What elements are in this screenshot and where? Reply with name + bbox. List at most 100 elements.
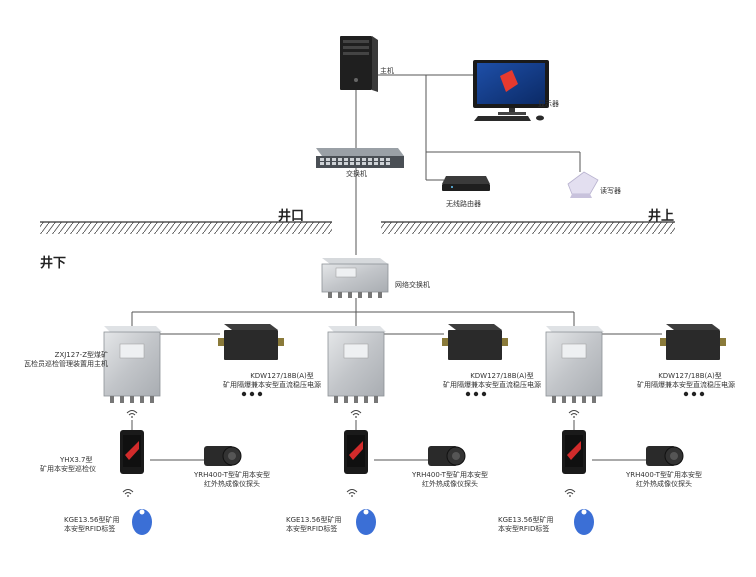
card-reader (567, 171, 599, 198)
group3-host-top (546, 326, 604, 332)
group2-power-label-line2: 矿用隔爆兼本安型直流稳压电源 (443, 381, 541, 389)
group1-host-window (119, 343, 145, 359)
top-lines (355, 74, 581, 255)
group1-host-top (104, 326, 162, 332)
group3-power-label-line2: 矿用隔爆兼本安型直流稳压电源 (637, 381, 735, 389)
group1-host-label-line2: 瓦检员巡检管理装置用主机 (24, 360, 108, 368)
group3-camera-label-line1: YRH400-T型矿用本安型 (626, 471, 702, 479)
monitor-label: 显示器 (538, 100, 559, 108)
group2-camera-label-line1: YRH400-T型矿用本安型 (412, 471, 488, 479)
group1-power-label-line2: 矿用隔爆兼本安型直流稳压电源 (223, 381, 321, 389)
group3-rfid-tag (574, 509, 594, 535)
group3-host-gland-2 (562, 396, 566, 403)
bus-lines (131, 298, 575, 326)
group1-host-box (103, 331, 161, 397)
group1-rfid-tag-hole (139, 509, 145, 515)
group1-host-gland-2 (120, 396, 124, 403)
group2-host-box (327, 331, 385, 397)
group2-rfid-tag-hole (363, 509, 369, 515)
group2-rfid-tag (356, 509, 376, 535)
group1-host-gland-5 (150, 396, 154, 403)
ground-surface (40, 221, 675, 234)
wireless-router (442, 176, 490, 191)
main-switch-label: 交换机 (346, 170, 367, 178)
group1-power-gland-right (278, 338, 284, 346)
group1-camera-lens-inner (228, 452, 236, 460)
group3-more-dot-1 (683, 391, 689, 397)
group1-more-dot-1 (241, 391, 247, 397)
group2-camera-lens-inner (452, 452, 460, 460)
group3-power-gland-right (720, 338, 726, 346)
group2-more-dot-2 (473, 391, 479, 397)
zone-label-underground: 井下 (40, 256, 67, 271)
group1-power-gland-left (218, 338, 224, 346)
group3-host-gland-5 (592, 396, 596, 403)
group1-power-box (224, 330, 278, 360)
group2-host-gland-5 (374, 396, 378, 403)
group3-more-dot-3 (699, 391, 705, 397)
group2-host-gland-3 (354, 396, 358, 403)
group3-phone-accent (567, 441, 581, 460)
group2-host-window (343, 343, 369, 359)
group3-wifi-icon-1 (568, 410, 580, 418)
group3-more-dot-2 (691, 391, 697, 397)
group1-inspector-label-line1: YHX3.7型 (60, 456, 93, 464)
group2-camera-label-line2: 红外热成像仪探头 (422, 480, 478, 488)
group3-host-gland-3 (572, 396, 576, 403)
group1-phone-accent (125, 441, 139, 460)
group1-power-top (224, 324, 278, 330)
group3-host-gland-1 (552, 396, 556, 403)
group1-host-gland-3 (130, 396, 134, 403)
group3-camera-lens-inner (670, 452, 678, 460)
group3-power-top (666, 324, 720, 330)
group1-camera-label-line2: 红外热成像仪探头 (204, 480, 260, 488)
group1-wifi-icon-2 (122, 489, 134, 497)
group2-power-gland-left (442, 338, 448, 346)
group1-tag-label-line1: KGE13.56型矿用 (64, 516, 120, 524)
group2-tag-label-line1: KGE13.56型矿用 (286, 516, 342, 524)
group1-host-gland-4 (140, 396, 144, 403)
group2-host-gland-4 (364, 396, 368, 403)
group3-camera-label-line2: 红外热成像仪探头 (636, 480, 692, 488)
group1-camera-label-line1: YRH400-T型矿用本安型 (194, 471, 270, 479)
group3-tag-label-line2: 本安型RFID标签 (498, 525, 550, 533)
group2-host-gland-2 (344, 396, 348, 403)
group2-wifi-icon-1 (350, 410, 362, 418)
group2-wifi-icon-2 (346, 489, 358, 497)
group1-more-dot-2 (249, 391, 255, 397)
group2-power-box (448, 330, 502, 360)
group1-wifi-icon-1 (126, 410, 138, 418)
network-switch-label: 网络交换机 (395, 281, 430, 289)
group1-more-dot-3 (257, 391, 263, 397)
group2 (327, 324, 508, 535)
main-switch-device (316, 148, 404, 168)
router-label: 无线路由器 (446, 200, 481, 208)
group2-power-label-line1: KDW127/18B(A)型 (470, 372, 534, 380)
group3-host-box (545, 331, 603, 397)
group2-host-top (328, 326, 386, 332)
group1-rfid-tag (132, 509, 152, 535)
group3-host-window (561, 343, 587, 359)
group1-tag-label-line2: 本安型RFID标签 (64, 525, 116, 533)
group1-host-label-line1: ZXJ127-Z型煤矿 (54, 351, 108, 359)
group2-more-dot-3 (481, 391, 487, 397)
group1 (103, 324, 284, 535)
host-label: 主机 (380, 67, 394, 75)
group1-inspector-label-line2: 矿用本安型巡检仪 (40, 465, 96, 473)
group2-more-dot-1 (465, 391, 471, 397)
group2-power-gland-right (502, 338, 508, 346)
group3-power-gland-left (660, 338, 666, 346)
group2-tag-label-line2: 本安型RFID标签 (286, 525, 338, 533)
group3-host-gland-4 (582, 396, 586, 403)
group3-rfid-tag-hole (581, 509, 587, 515)
group3-wifi-icon-2 (564, 489, 576, 497)
group3-power-label-line1: KDW127/18B(A)型 (658, 372, 722, 380)
reader-label: 读写器 (600, 187, 621, 195)
group3-power-box (666, 330, 720, 360)
group1-host-gland-1 (110, 396, 114, 403)
group2-phone-accent (349, 441, 363, 460)
host-tower (340, 36, 378, 92)
group2-power-top (448, 324, 502, 330)
